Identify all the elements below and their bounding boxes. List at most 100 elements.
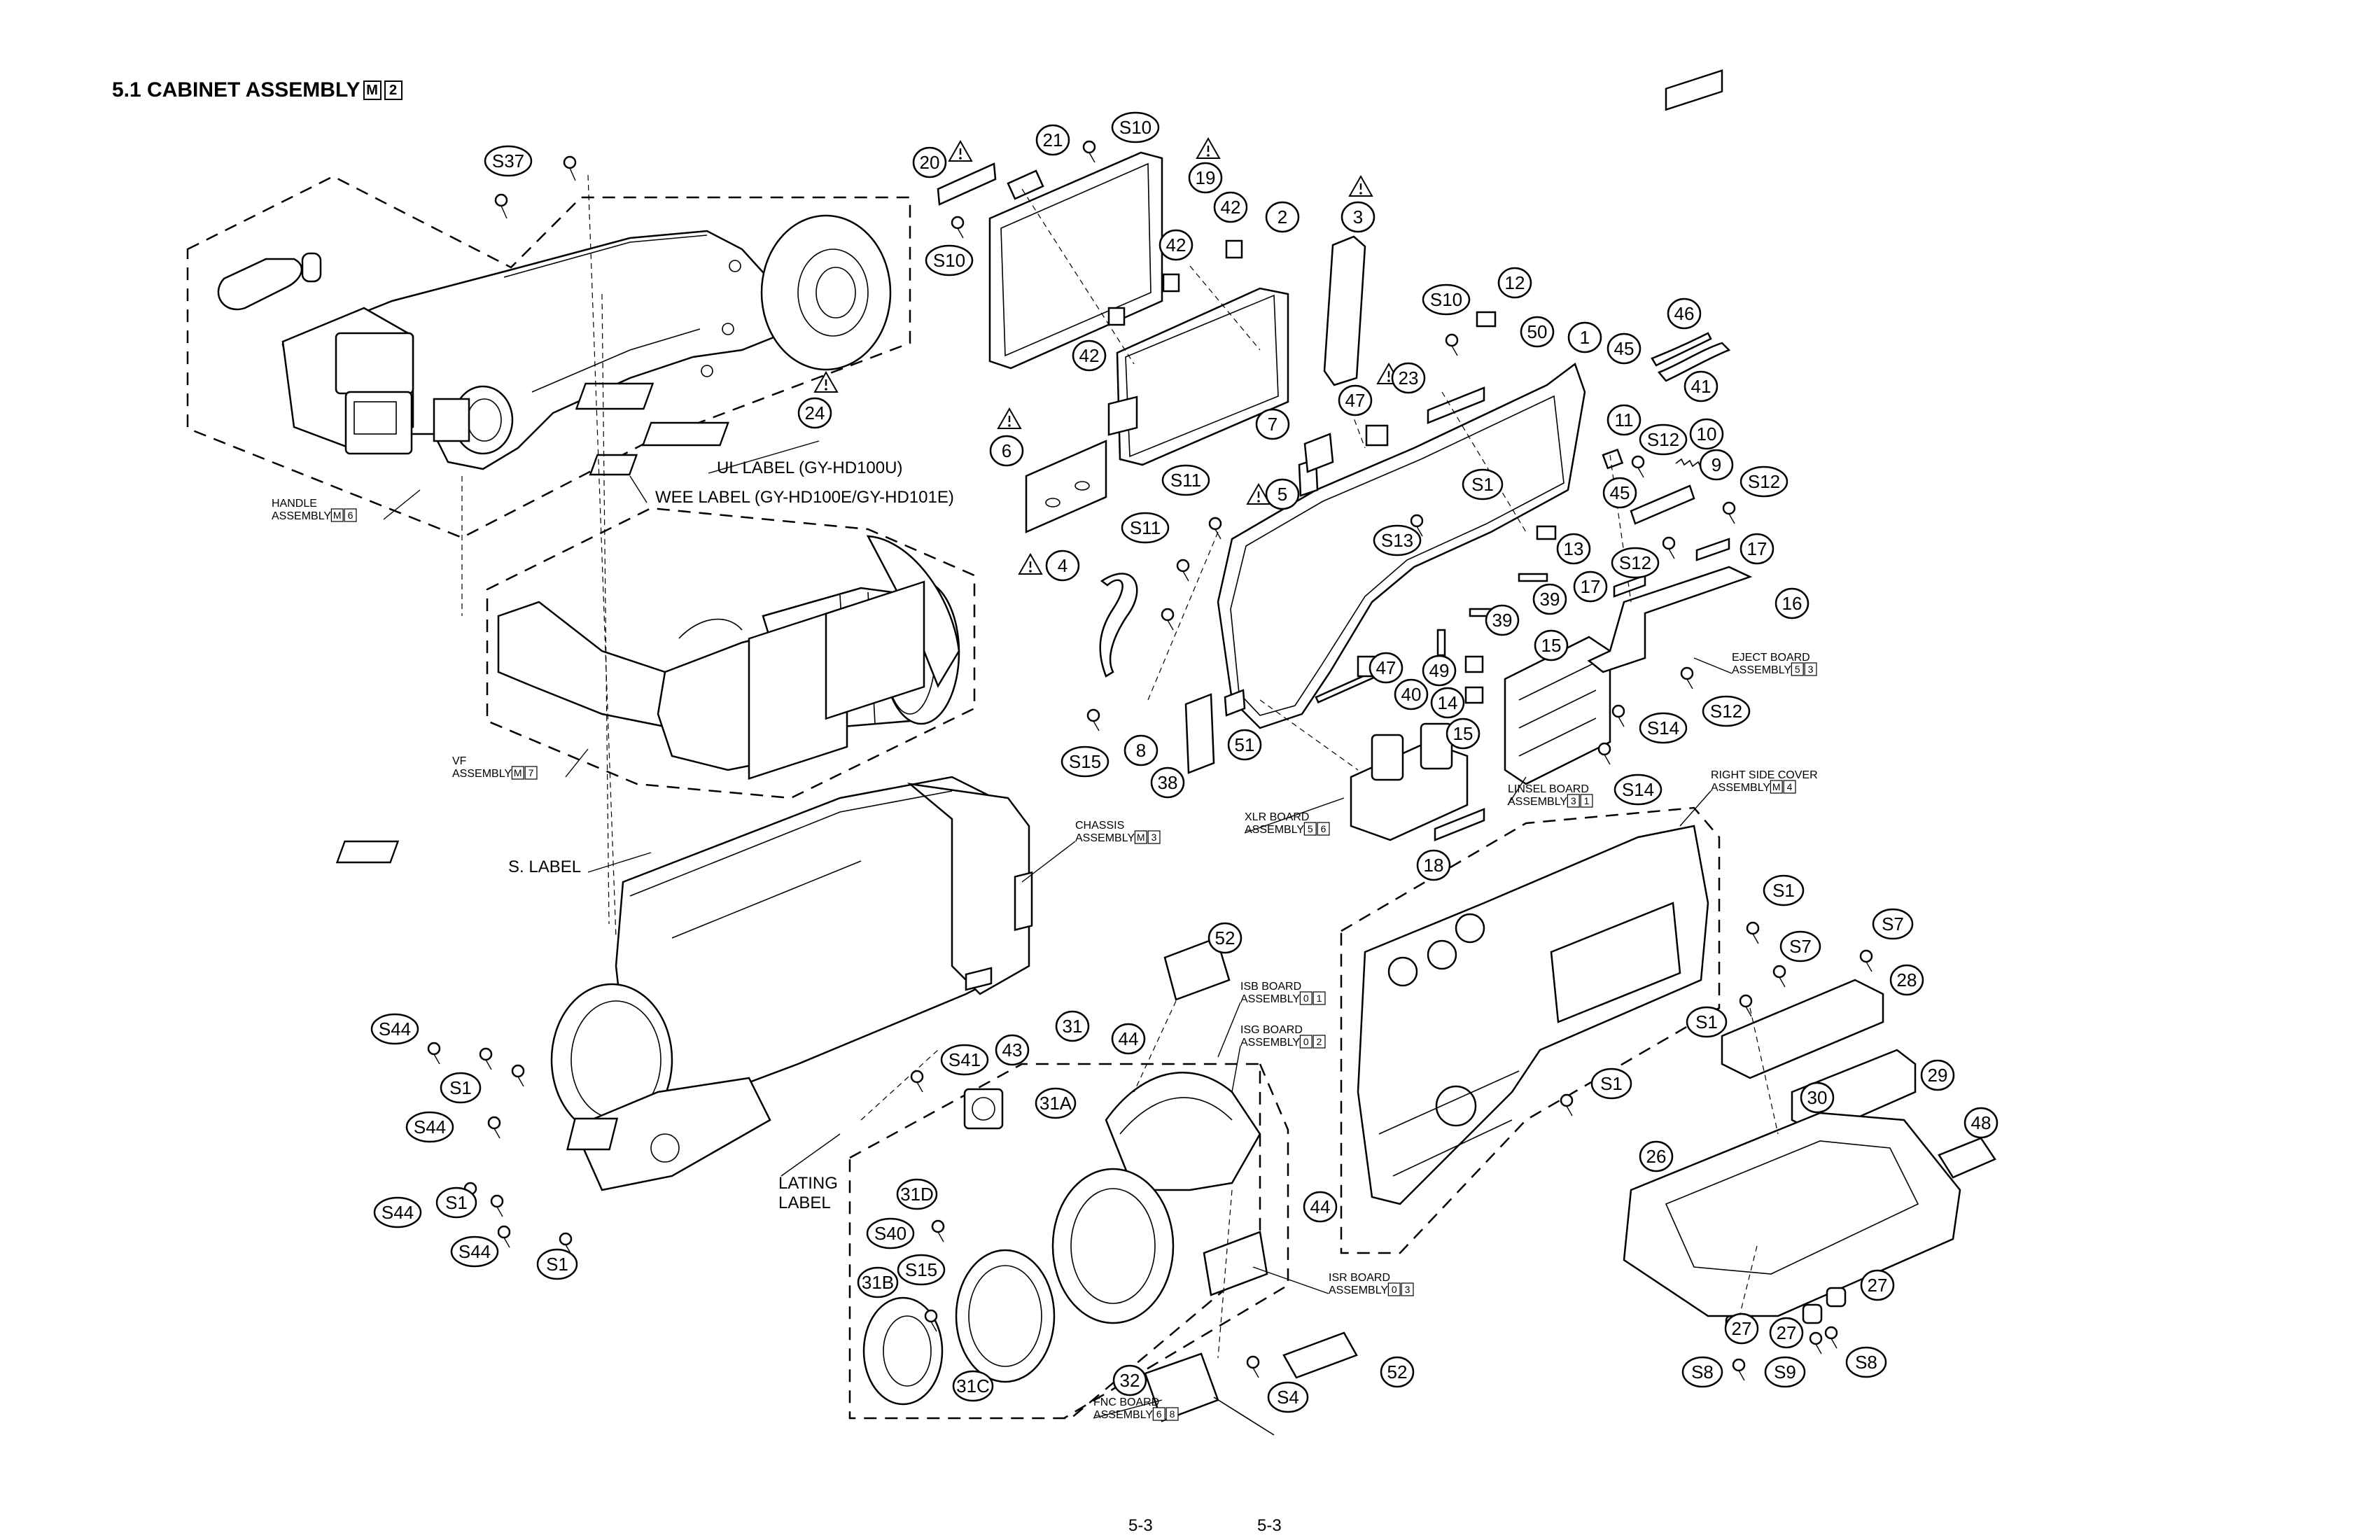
callout-bubble bbox=[1845, 1346, 1887, 1378]
callout-text: 45 bbox=[1614, 338, 1634, 359]
callout-bubble bbox=[1520, 316, 1555, 348]
callout-42: 42 bbox=[1158, 229, 1194, 261]
strip-41 bbox=[1657, 342, 1731, 382]
ref-box bbox=[1317, 822, 1330, 836]
handle-pin bbox=[301, 252, 322, 283]
callout-text: S1 bbox=[1600, 1073, 1623, 1094]
callout-26: 26 bbox=[1639, 1140, 1674, 1172]
strip-23 bbox=[1427, 386, 1485, 424]
callout-bubble bbox=[857, 1266, 899, 1298]
label-text: EJECT BOARD bbox=[1732, 652, 1810, 664]
xlr-board-assembly bbox=[1350, 722, 1485, 841]
bracket-28 bbox=[1721, 979, 1884, 1079]
callout-12: 12 bbox=[1497, 267, 1532, 299]
callout-8: 8 bbox=[1124, 734, 1158, 766]
callout-text: S12 bbox=[1619, 552, 1651, 573]
callout-text: S10 bbox=[1430, 289, 1462, 310]
ref-box-text: 3 bbox=[1152, 832, 1157, 843]
callout-bubble bbox=[1045, 550, 1080, 582]
callout-s15: S15 bbox=[897, 1254, 946, 1286]
band-4 bbox=[1099, 573, 1138, 678]
lcd-frame-2 bbox=[1116, 287, 1289, 466]
callout-s11: S11 bbox=[1121, 512, 1170, 544]
label-text: ASSEMBLY bbox=[1711, 782, 1770, 794]
switch-14 bbox=[1464, 655, 1484, 673]
eyecup-inner bbox=[797, 248, 869, 337]
callout-bubble bbox=[1213, 191, 1248, 223]
right-cover-ridge bbox=[1378, 1070, 1520, 1177]
callout-bubble bbox=[1686, 1006, 1728, 1038]
label-text: XLR BOARD bbox=[1245, 811, 1309, 823]
callout-bubble bbox=[1740, 465, 1788, 498]
ref-box bbox=[1312, 991, 1326, 1005]
ref-box bbox=[1791, 662, 1804, 676]
isb-board-traces bbox=[1119, 1097, 1233, 1135]
callout-11: 11 bbox=[1606, 404, 1642, 436]
callout-bubble bbox=[1763, 874, 1805, 906]
callout-bubble bbox=[1422, 284, 1471, 316]
callout-s14: S14 bbox=[1614, 774, 1662, 806]
callout-text: 52 bbox=[1387, 1362, 1408, 1382]
callout-text: 10 bbox=[1697, 424, 1717, 444]
callout-16: 16 bbox=[1774, 587, 1809, 620]
callout-32: 32 bbox=[1112, 1364, 1147, 1396]
handle-lcd-block bbox=[344, 391, 413, 455]
callout-text: 43 bbox=[1002, 1040, 1023, 1060]
callout-bubble bbox=[1667, 298, 1702, 330]
text-label: ISB BOARD bbox=[1240, 981, 1301, 993]
ref-box-text: 0 bbox=[1303, 1036, 1309, 1047]
callout-text: S11 bbox=[1170, 470, 1201, 491]
callout-bubble bbox=[1072, 340, 1107, 372]
warning-icon bbox=[1348, 174, 1373, 197]
right-cover-button-a bbox=[1387, 956, 1418, 987]
callout-bubble bbox=[1573, 570, 1608, 603]
callout-bubble bbox=[912, 146, 947, 178]
callout-text: 40 bbox=[1401, 684, 1422, 705]
ref-box-text: 5 bbox=[1308, 823, 1313, 834]
callout-text: 13 bbox=[1564, 538, 1584, 559]
callout-bubble bbox=[1614, 774, 1662, 806]
callout-21: 21 bbox=[1035, 124, 1070, 156]
callout-text: S40 bbox=[874, 1223, 906, 1244]
ref-box bbox=[1147, 830, 1161, 844]
callout-27: 27 bbox=[1860, 1269, 1895, 1301]
callout-bubble bbox=[1556, 533, 1591, 565]
piece-31a bbox=[1014, 871, 1033, 932]
callout-text: S7 bbox=[1882, 913, 1904, 934]
callout-text: S1 bbox=[445, 1192, 468, 1213]
callout-s40: S40 bbox=[866, 1217, 915, 1250]
screw bbox=[1631, 455, 1645, 478]
screw bbox=[1739, 994, 1753, 1017]
callout-bubble bbox=[536, 1248, 578, 1280]
callout-s44: S44 bbox=[405, 1111, 454, 1143]
callout-bubble bbox=[952, 1370, 994, 1402]
callout-bubble bbox=[450, 1236, 499, 1268]
callout-44: 44 bbox=[1111, 1023, 1146, 1055]
callout-text: S1 bbox=[546, 1254, 568, 1275]
fan-hub bbox=[972, 1097, 995, 1121]
callout-bubble bbox=[1416, 849, 1451, 881]
callout-text: 32 bbox=[1120, 1370, 1140, 1391]
callout-52: 52 bbox=[1380, 1356, 1415, 1388]
callout-text: 3 bbox=[1353, 206, 1363, 227]
isr-label-52 bbox=[1282, 1331, 1358, 1379]
callout-42: 42 bbox=[1213, 191, 1248, 223]
screws bbox=[427, 140, 1873, 1381]
callout-14: 14 bbox=[1430, 687, 1465, 719]
filter-ring-31c bbox=[955, 1249, 1056, 1383]
callout-text: S1 bbox=[449, 1077, 472, 1098]
xlr-jack-b bbox=[1420, 722, 1453, 770]
callout-s13: S13 bbox=[1373, 524, 1422, 556]
callout-text: 51 bbox=[1235, 734, 1255, 755]
chassis-assembly bbox=[335, 580, 1030, 1191]
tape-17-b bbox=[1613, 574, 1646, 598]
callout-text: 8 bbox=[1136, 740, 1146, 761]
ref-box-text: M bbox=[1137, 832, 1145, 843]
callout-text: 27 bbox=[1732, 1318, 1752, 1339]
screw bbox=[487, 1116, 501, 1139]
screw bbox=[1246, 1355, 1260, 1378]
linsel-board-traces bbox=[1518, 662, 1597, 757]
callout-18: 18 bbox=[1416, 849, 1451, 881]
